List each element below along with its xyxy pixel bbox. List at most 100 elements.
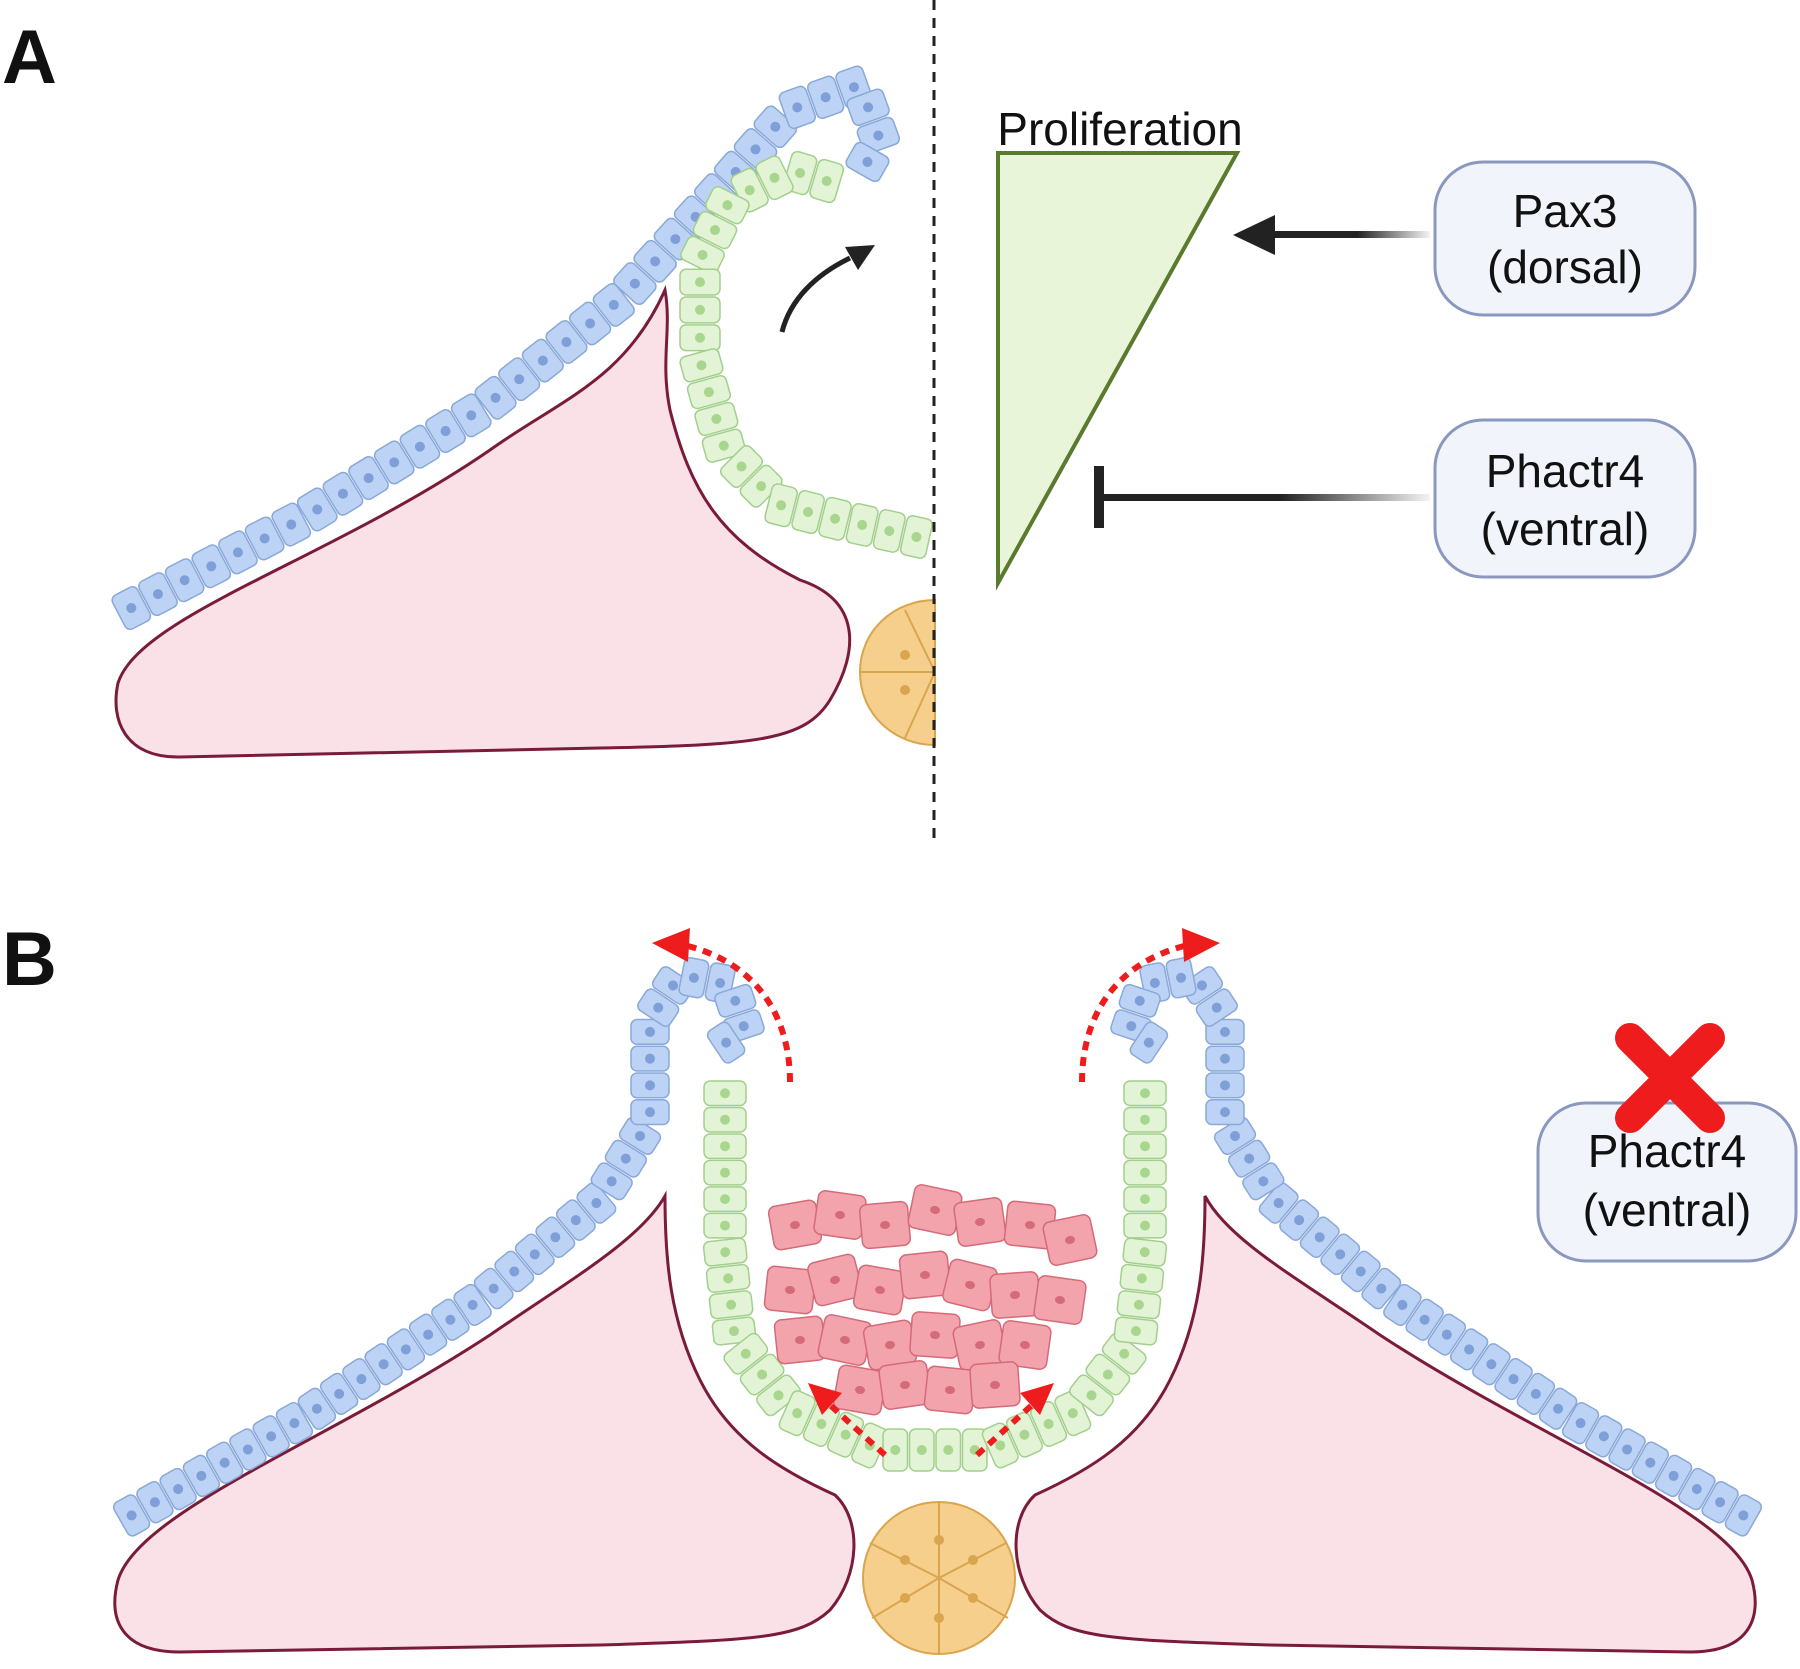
neuroepithelial-cell	[739, 464, 783, 508]
ectoderm-cell	[806, 75, 845, 119]
ectoderm-cell	[514, 1233, 555, 1276]
neuroepithelial-cell	[692, 210, 738, 250]
neuroepithelial-cell	[791, 490, 825, 535]
red-arrow-left-top	[652, 928, 793, 1083]
neuroepithelium-b	[702, 1080, 1168, 1472]
neuroepithelial-cell	[809, 158, 845, 204]
ectoderm-cell	[322, 471, 364, 516]
ectoderm-cell	[252, 1415, 290, 1458]
neuroepithelial-cell	[703, 1159, 747, 1186]
overproliferating-cell	[767, 1199, 823, 1251]
overproliferating-cell	[953, 1197, 1007, 1247]
overproliferating-cell	[969, 1361, 1021, 1409]
ectoderm-cell	[618, 1116, 662, 1156]
surface-ectoderm-b-left	[112, 957, 765, 1537]
mesenchyme-b-left	[113, 1190, 856, 1654]
neuroepithelial-cell	[872, 509, 906, 553]
ectoderm-cell	[1608, 1428, 1646, 1471]
overproliferating-cell	[998, 1320, 1052, 1370]
neuroepithelial-cell	[961, 1428, 988, 1472]
ectoderm-cell	[1472, 1343, 1511, 1386]
neuroepithelial-cell	[818, 496, 852, 541]
overproliferating-cell	[1003, 1200, 1057, 1250]
ectoderm-cell	[373, 440, 415, 485]
neuroepithelial-cell	[899, 515, 933, 559]
ectoderm-cell	[218, 530, 258, 575]
ectoderm-cell	[1213, 1116, 1257, 1156]
overproliferating-cells	[763, 1184, 1098, 1416]
ectoderm-cell	[856, 116, 901, 155]
neuroepithelial-cell	[1113, 1316, 1159, 1346]
ectoderm-cell	[425, 409, 466, 454]
panel-b: B	[2, 917, 1798, 1655]
ectoderm-cell	[535, 1216, 576, 1259]
panel-a-label: A	[2, 15, 57, 100]
ectoderm-cell	[1129, 1021, 1169, 1064]
neuroepithelial-cell	[1054, 1390, 1092, 1437]
ectoderm-cell	[778, 85, 817, 130]
ectoderm-cell	[590, 1162, 633, 1201]
ectoderm-cell	[630, 1018, 670, 1046]
ectoderm-cell	[1340, 1250, 1381, 1293]
ectoderm-cell	[604, 1139, 647, 1178]
neuroepithelial-cell	[1123, 1186, 1167, 1213]
neuroepithelial-cell	[1123, 1159, 1167, 1186]
neuroepithelial-cell	[703, 1080, 747, 1107]
neuroepithelial-cell	[705, 1263, 751, 1294]
mesenchyme-b-right	[1014, 1195, 1757, 1654]
ectoderm-cell	[630, 1045, 670, 1072]
ectoderm-cell	[846, 88, 890, 126]
red-x-icon	[1615, 1023, 1725, 1133]
neuroepithelial-cell	[1119, 1263, 1165, 1294]
ectoderm-cell	[1724, 1494, 1763, 1537]
ectoderm-cell	[678, 957, 710, 999]
neuroepithelial-cell	[686, 374, 732, 410]
ectoderm-cell	[386, 1328, 426, 1371]
neuroepithelial-cell	[703, 1186, 747, 1213]
neuroepithelial-cell	[730, 167, 769, 213]
ectoderm-cell	[205, 1441, 244, 1484]
ectoderm-cell	[1320, 1233, 1361, 1276]
neuroepithelial-cell	[703, 1212, 747, 1239]
ectoderm-cell	[1449, 1328, 1489, 1371]
ectoderm-cell	[569, 301, 612, 346]
ectoderm-cell	[845, 141, 890, 183]
ectoderm-cell	[498, 357, 541, 402]
neuroepithelial-cell	[1116, 1290, 1162, 1320]
neuroepithelium-a	[679, 150, 933, 559]
ectoderm-cell	[229, 1428, 267, 1471]
pax3-box: Pax3 (dorsal)	[1433, 160, 1697, 317]
red-arrow-right-top	[1079, 928, 1220, 1083]
pax3-box-line1: Pax3	[1513, 185, 1618, 237]
neuroepithelial-cell	[1122, 1237, 1168, 1267]
overproliferating-cell	[1033, 1275, 1087, 1325]
ectoderm-cell	[453, 1283, 492, 1327]
neuroepithelial-cell	[1069, 1374, 1114, 1417]
neuroepithelial-cell	[679, 348, 724, 383]
neuroepithelial-cell	[882, 1428, 909, 1472]
ectoderm-cell	[296, 487, 338, 532]
ectoderm-cell	[342, 1357, 381, 1401]
ectoderm-cell	[182, 1454, 221, 1498]
neuroepithelial-cell	[705, 186, 750, 225]
ectoderm-cell	[112, 1494, 151, 1537]
overproliferating-cell	[859, 1200, 911, 1250]
neuroepithelial-cell	[694, 401, 739, 437]
overproliferating-cell	[878, 1360, 932, 1410]
promote-arrow-icon	[1233, 215, 1430, 255]
overproliferating-cell	[923, 1365, 977, 1415]
neuroepithelial-cell	[981, 1422, 1019, 1469]
ectoderm-cell	[637, 988, 680, 1027]
neuroepithelial-cell	[935, 1428, 962, 1472]
overproliferating-cell	[773, 1315, 827, 1365]
ectoderm-cell	[348, 456, 389, 501]
overproliferating-cell	[909, 1311, 961, 1359]
ectoderm-cell	[1405, 1298, 1444, 1341]
pax3-box-line2: (dorsal)	[1487, 241, 1643, 293]
neuroepithelial-cell	[1101, 1332, 1147, 1375]
mesenchyme-a	[114, 284, 852, 759]
neuroepithelial-cell	[778, 1390, 816, 1437]
neuroepithelial-cell	[1123, 1080, 1167, 1107]
overproliferating-cell	[942, 1258, 998, 1312]
ectoderm-cell	[431, 1298, 470, 1341]
